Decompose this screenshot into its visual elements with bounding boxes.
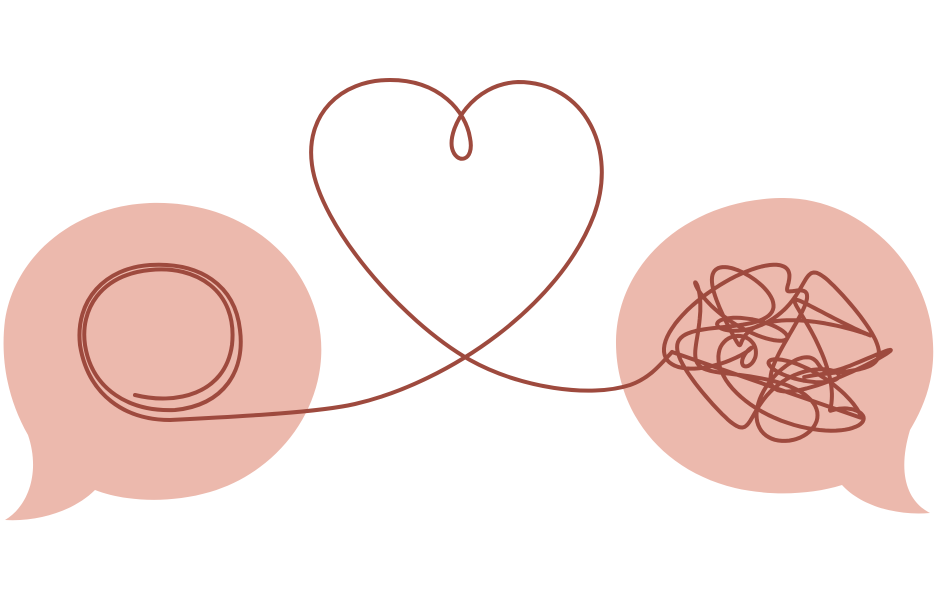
left-speech-bubble: [3, 202, 322, 521]
right-speech-bubble: [615, 197, 934, 514]
spiral-thread: [77, 262, 243, 422]
scribble-thread: [662, 262, 893, 443]
heart-thread: [168, 77, 674, 422]
